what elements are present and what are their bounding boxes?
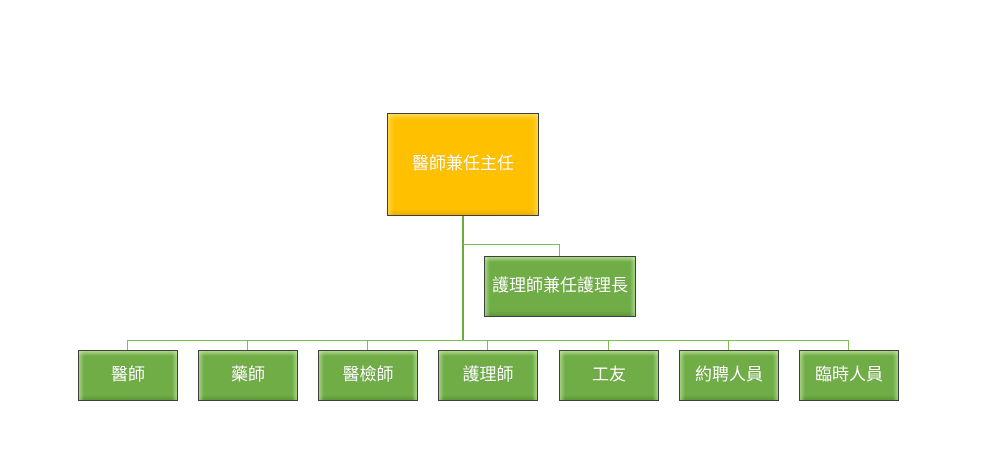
child-node-label: 醫師 <box>111 365 145 385</box>
child-node: 護理師 <box>438 350 538 401</box>
assistant-horizontal-connector <box>463 244 560 245</box>
root-node-label: 醫師兼任主任 <box>412 154 514 174</box>
root-node: 醫師兼任主任 <box>387 113 539 216</box>
assistant-node: 護理師兼任護理長 <box>484 256 636 317</box>
child-node: 醫師 <box>78 350 178 401</box>
children-horizontal-connector <box>127 340 849 341</box>
child-node-label: 臨時人員 <box>815 365 883 385</box>
child-node: 臨時人員 <box>799 350 899 401</box>
child-connector-7 <box>848 340 849 350</box>
child-connector-2 <box>247 340 248 350</box>
child-connector-5 <box>608 340 609 350</box>
child-connector-4 <box>487 340 488 350</box>
assistant-vertical-connector <box>559 244 560 256</box>
root-vertical-connector <box>462 216 464 341</box>
child-node-label: 工友 <box>592 365 626 385</box>
child-node: 工友 <box>559 350 659 401</box>
child-node-label: 醫檢師 <box>342 365 394 385</box>
child-node: 約聘人員 <box>679 350 779 401</box>
child-connector-1 <box>127 340 128 350</box>
assistant-node-label: 護理師兼任護理長 <box>492 276 628 296</box>
child-node-label: 約聘人員 <box>695 365 763 385</box>
child-connector-6 <box>728 340 729 350</box>
child-node-label: 藥師 <box>231 365 265 385</box>
child-node-label: 護理師 <box>462 365 514 385</box>
child-connector-3 <box>367 340 368 350</box>
child-node: 醫檢師 <box>318 350 418 401</box>
child-node: 藥師 <box>198 350 298 401</box>
